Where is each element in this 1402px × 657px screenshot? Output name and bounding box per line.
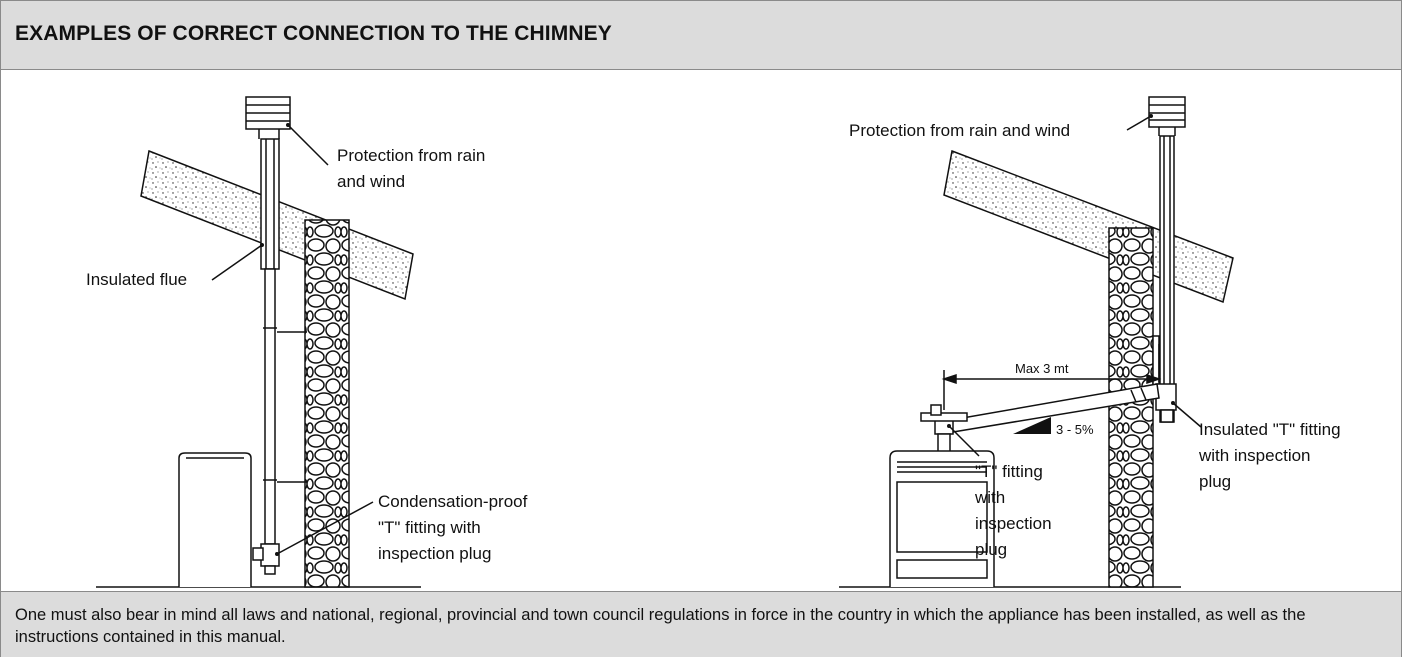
right-dot-markers (947, 114, 1175, 428)
right-label-slope: 3 - 5% (1056, 422, 1094, 437)
left-vertical-pipe (264, 268, 276, 545)
slope-indicator (1013, 417, 1051, 434)
left-stone-wall (304, 219, 350, 588)
right-leader-insulated-t (1172, 402, 1202, 428)
panel-title: EXAMPLES OF CORRECT CONNECTION TO THE CH… (15, 22, 612, 45)
right-label-t-fitting-3: inspection (975, 514, 1052, 533)
right-installation (839, 96, 1234, 588)
right-stove (889, 450, 995, 587)
left-chimney-cap (245, 96, 291, 139)
left-dot-markers (260, 123, 290, 556)
right-chimney-cap (1148, 96, 1186, 136)
right-leader-t-fitting (948, 425, 980, 457)
left-insulated-flue (260, 138, 280, 270)
left-label-condensation-2: "T" fitting with (378, 518, 481, 537)
panel-footer: One must also bear in mind all laws and … (1, 591, 1401, 657)
right-label-protection: Protection from rain and wind (849, 121, 1070, 140)
right-label-insulated-t-2: with inspection (1198, 446, 1311, 465)
left-label-protection-1: Protection from rain (337, 146, 485, 165)
right-label-insulated-t-3: plug (1199, 472, 1231, 491)
chimney-connection-diagram: Protection from rain and wind Insulated … (86, 96, 1341, 588)
left-leader-protection (287, 124, 329, 166)
right-label-insulated-t-1: Insulated "T" fitting (1199, 420, 1341, 439)
right-label-t-fitting-2: with (974, 488, 1005, 507)
right-label-t-fitting-4: plug (975, 540, 1007, 559)
right-insulated-flue (1159, 135, 1175, 423)
regulations-note: One must also bear in mind all laws and … (15, 606, 1306, 646)
right-stone-wall (1108, 227, 1154, 588)
left-stove (178, 452, 252, 587)
right-roof-slab (943, 149, 1234, 304)
left-leader-flue (211, 244, 263, 281)
left-label-condensation-1: Condensation-proof (378, 492, 528, 511)
left-label-condensation-3: inspection plug (378, 544, 491, 563)
left-label-protection-2: and wind (337, 172, 405, 191)
right-label-t-fitting-1: "T" fitting (975, 462, 1043, 481)
right-label-max-length: Max 3 mt (1015, 361, 1069, 376)
left-leader-condensation (276, 501, 374, 555)
right-leader-protection (1126, 115, 1152, 131)
left-label-insulated-flue: Insulated flue (86, 270, 187, 289)
left-installation (96, 96, 421, 588)
panel-header: EXAMPLES OF CORRECT CONNECTION TO THE CH… (1, 1, 1401, 70)
